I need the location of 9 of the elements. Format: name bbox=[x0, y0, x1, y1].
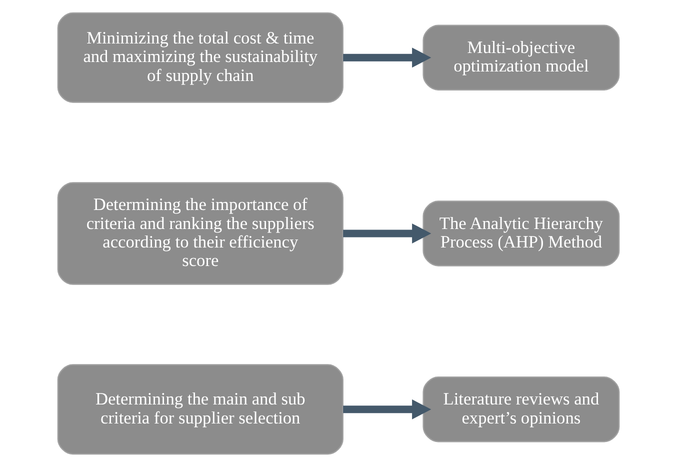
arrow bbox=[342, 399, 431, 420]
node-box: Minimizing the total cost & time and maximizing the sustainability of supply chain bbox=[56, 12, 343, 103]
arrow bbox=[342, 223, 431, 244]
arrow bbox=[342, 48, 431, 68]
node-box: Determining the main and sub criteria for supplier selection bbox=[56, 364, 343, 455]
node-box: Multi-objective optimization model bbox=[422, 24, 620, 90]
node-box: Determining the importance of criteria and ranking the suppliers according to their efficiency score bbox=[56, 182, 343, 285]
node-box: Literature reviews and expert’s opinions bbox=[422, 376, 620, 442]
node-box: The Analytic Hierarchy Process (AHP) Method bbox=[422, 200, 620, 266]
